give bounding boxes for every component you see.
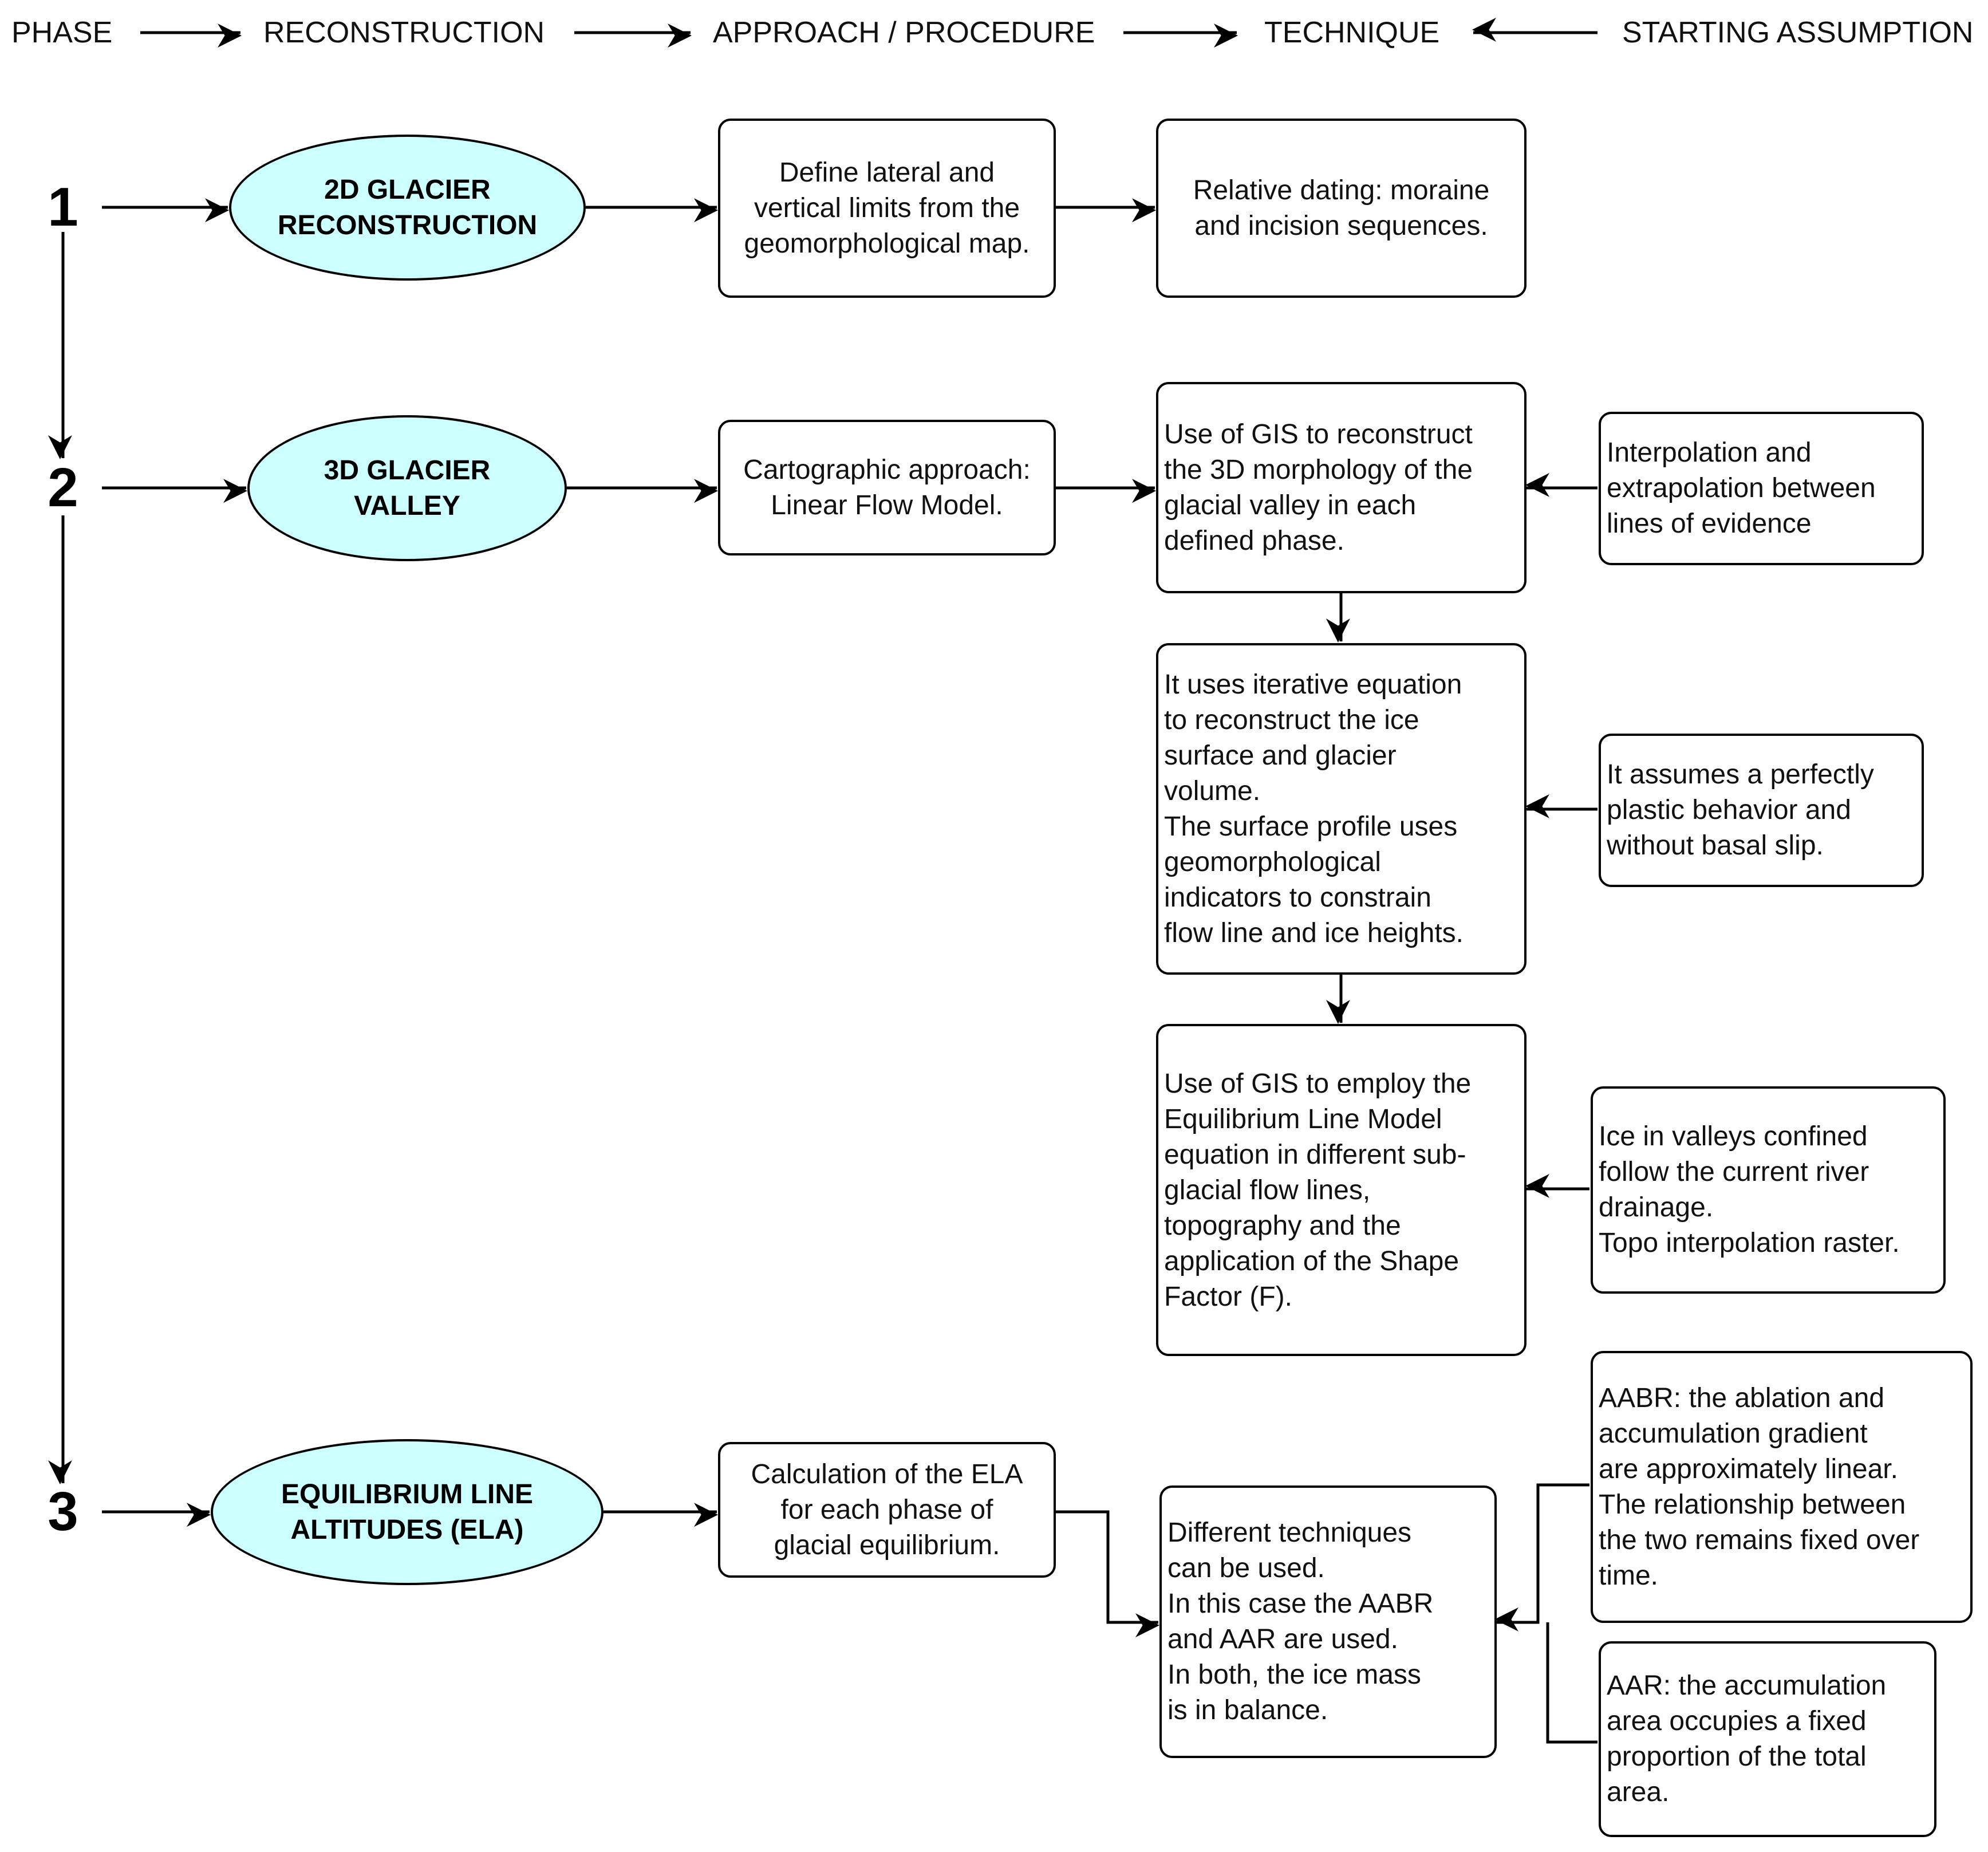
header-starting-assumption: STARTING ASSUMPTION	[1622, 16, 1974, 49]
recon-ela: EQUILIBRIUM LINE ALTITUDES (ELA)	[211, 1439, 604, 1585]
technique-gis-3d-box: Use of GIS to reconstruct the 3D morphol…	[1156, 382, 1527, 593]
approach-limits-box: Define lateral and vertical limits from …	[718, 119, 1056, 298]
header-phase: PHASE	[11, 16, 113, 49]
technique-iterative-equation-box: It uses iterative equation to reconstruc…	[1156, 643, 1527, 975]
recon-3d-glacier-valley: 3D GLACIER VALLEY	[247, 415, 567, 561]
header-technique: TECHNIQUE	[1264, 16, 1440, 49]
phase-number-2: 2	[48, 457, 78, 518]
header-reconstruction: RECONSTRUCTION	[263, 16, 545, 49]
assumption-river-drainage-box: Ice in valleys confined follow the curre…	[1591, 1086, 1946, 1294]
technique-relative-dating-box: Relative dating: moraine and incision se…	[1156, 119, 1527, 298]
header-approach: APPROACH / PROCEDURE	[713, 16, 1095, 49]
recon-2d-glacier: 2D GLACIER RECONSTRUCTION	[229, 135, 586, 281]
assumption-aabr-box: AABR: the ablation and accumulation grad…	[1591, 1351, 1973, 1623]
approach-ela-box: Calculation of the ELA for each phase of…	[718, 1442, 1056, 1578]
assumption-aar-box: AAR: the accumulation area occupies a fi…	[1599, 1641, 1936, 1837]
phase-number-3: 3	[48, 1481, 78, 1542]
arrow-aabr-to-tech	[1494, 1483, 1589, 1632]
arrow-approach3-to-tech	[1055, 1510, 1159, 1638]
approach-linear-flow-box: Cartographic approach: Linear Flow Model…	[718, 420, 1056, 555]
assumption-interpolation-box: Interpolation and extrapolation between …	[1599, 412, 1924, 565]
assumption-plastic-behavior-box: It assumes a perfectly plastic behavior …	[1599, 734, 1924, 887]
technique-aabr-aar-box: Different techniques can be used. In thi…	[1159, 1485, 1497, 1758]
phase-number-1: 1	[48, 176, 78, 238]
technique-elm-box: Use of GIS to employ the Equilibrium Lin…	[1156, 1024, 1527, 1356]
arrow-aar-to-tech	[1546, 1622, 1598, 1744]
